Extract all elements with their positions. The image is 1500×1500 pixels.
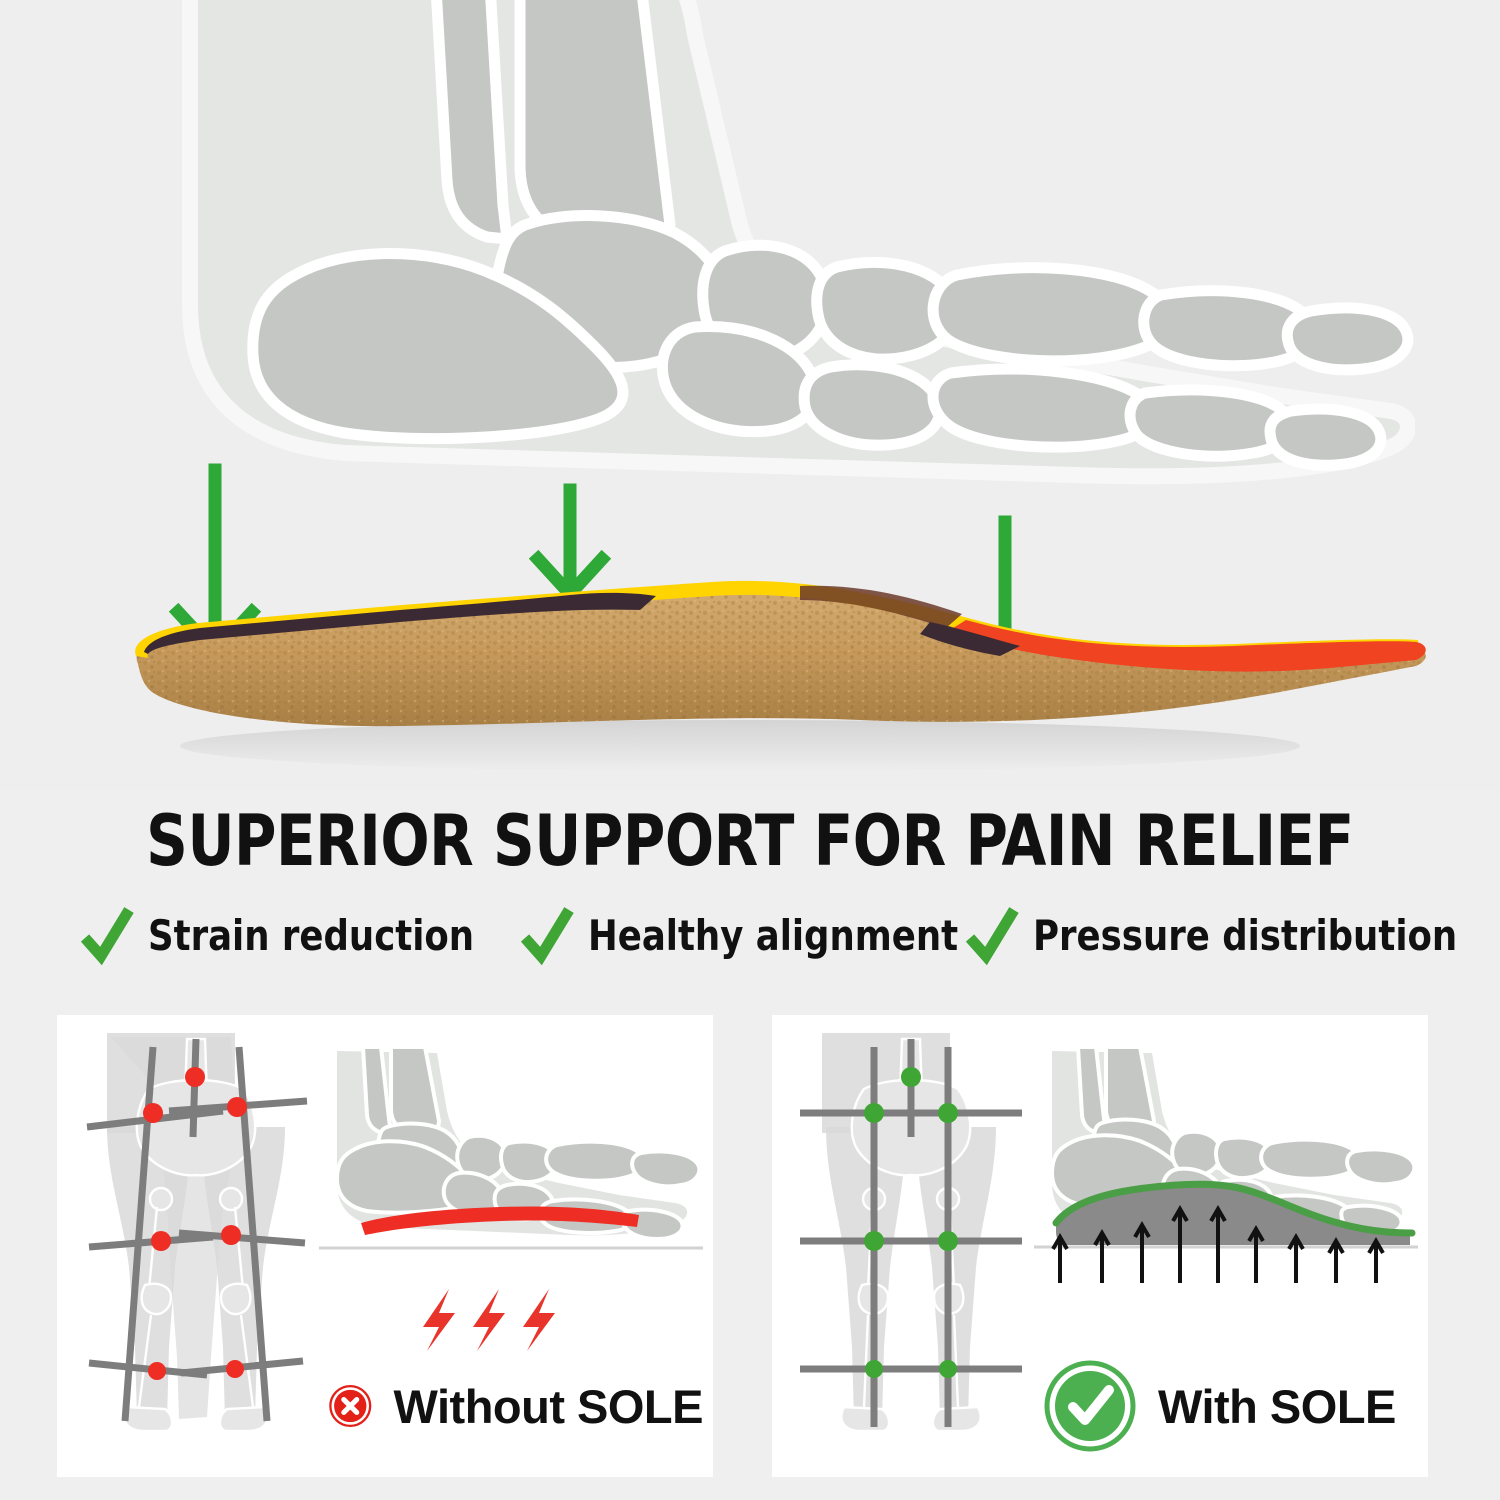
metatarsal-1	[927, 262, 1175, 367]
lightning-bolt-icon	[523, 1289, 555, 1351]
calcaneus-bone	[247, 247, 629, 445]
check-icon	[80, 907, 134, 966]
metatarsal-2	[927, 363, 1159, 453]
insole-heel-cup	[144, 592, 656, 654]
hero-section	[135, 0, 1426, 772]
comparison-panel-with-sole: With SOLE	[772, 1015, 1428, 1477]
fibula-bone	[431, 0, 513, 245]
leg-alignment-diagram-misaligned	[86, 1033, 308, 1433]
joint-marker-group	[143, 1067, 247, 1380]
distal-phalanx	[1281, 302, 1414, 376]
insole-shadow	[180, 720, 1300, 772]
foot-diagram-supported-arch	[1034, 1045, 1418, 1283]
foot-skeleton-diagram	[182, 0, 1415, 485]
feature-item-strain-reduction: Strain reduction	[80, 895, 495, 975]
joint-marker-group	[864, 1067, 958, 1378]
with-sole-detail-column: With SOLE	[1034, 1033, 1418, 1463]
comparison-panel-without-sole: Without SOLE	[57, 1015, 713, 1477]
strain-band	[361, 1206, 639, 1235]
insole-support-line	[1052, 1180, 1416, 1237]
feature-item-pressure-distribution: Pressure distribution	[965, 895, 1484, 975]
insole-arch-shade	[800, 585, 962, 628]
verdict-label: Without SOLE	[393, 1379, 704, 1433]
verdict-without-sole: Without SOLE	[329, 1351, 704, 1461]
proximal-phalanx-2	[1124, 384, 1296, 462]
check-icon	[965, 907, 1019, 966]
insole-red-forefoot	[950, 620, 1426, 672]
lightning-bolt-icon	[473, 1289, 505, 1351]
bone-group	[247, 0, 1414, 471]
pressure-arrow-group	[1051, 1205, 1385, 1283]
without-sole-detail-column: Without SOLE	[319, 1033, 704, 1463]
foot-bones	[335, 1045, 702, 1241]
strain-lightning-group	[423, 1289, 555, 1351]
distal-phalanx-2	[1264, 403, 1387, 471]
cuboid-bone	[656, 320, 822, 438]
cuneiform-bone-2	[798, 359, 945, 451]
lightning-bolt-icon	[423, 1289, 455, 1351]
verdict-label: With SOLE	[1158, 1379, 1396, 1433]
check-icon	[520, 907, 574, 966]
proximal-phalanx	[1138, 285, 1318, 372]
foot-diagram-collapsed-arch	[319, 1045, 703, 1250]
insole-illustration	[135, 580, 1426, 772]
feature-item-healthy-alignment: Healthy alignment	[520, 895, 982, 975]
page-title: SUPERIOR SUPPORT FOR PAIN RELIEF	[146, 800, 1354, 882]
check-circle-icon	[1044, 1360, 1136, 1452]
feature-label: Strain reduction	[148, 910, 475, 960]
verdict-with-sole: With SOLE	[1044, 1351, 1418, 1461]
insole-cork-texture	[136, 588, 1426, 727]
x-circle-icon	[329, 1384, 372, 1428]
cuneiform-bone	[811, 256, 962, 365]
feature-list: Strain reduction Healthy alignment Press…	[0, 895, 1500, 975]
feature-label: Healthy alignment	[588, 910, 959, 960]
insole-forefoot-dark-patch	[920, 622, 1020, 656]
leg-alignment-diagram-aligned	[800, 1033, 1022, 1433]
feature-label: Pressure distribution	[1033, 910, 1458, 960]
